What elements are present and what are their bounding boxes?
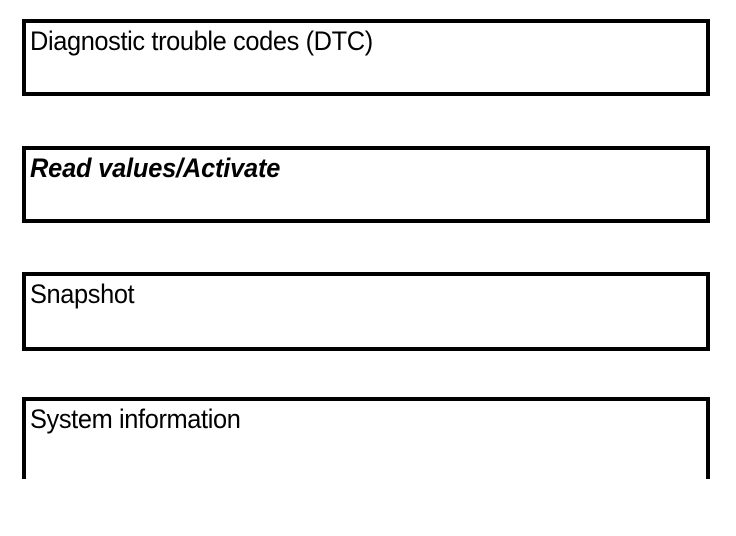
- menu-item-diagnostic-trouble-codes[interactable]: Diagnostic trouble codes (DTC): [22, 19, 710, 96]
- menu-item-system-information[interactable]: System information: [22, 397, 710, 479]
- menu-item-label: Diagnostic trouble codes (DTC): [30, 26, 373, 56]
- menu-item-label: Snapshot: [30, 279, 135, 309]
- menu-item-snapshot[interactable]: Snapshot: [22, 272, 710, 351]
- menu-item-label: System information: [30, 404, 241, 434]
- menu-item-read-values-activate[interactable]: Read values/Activate: [22, 146, 710, 223]
- menu-item-label: Read values/Activate: [30, 153, 281, 183]
